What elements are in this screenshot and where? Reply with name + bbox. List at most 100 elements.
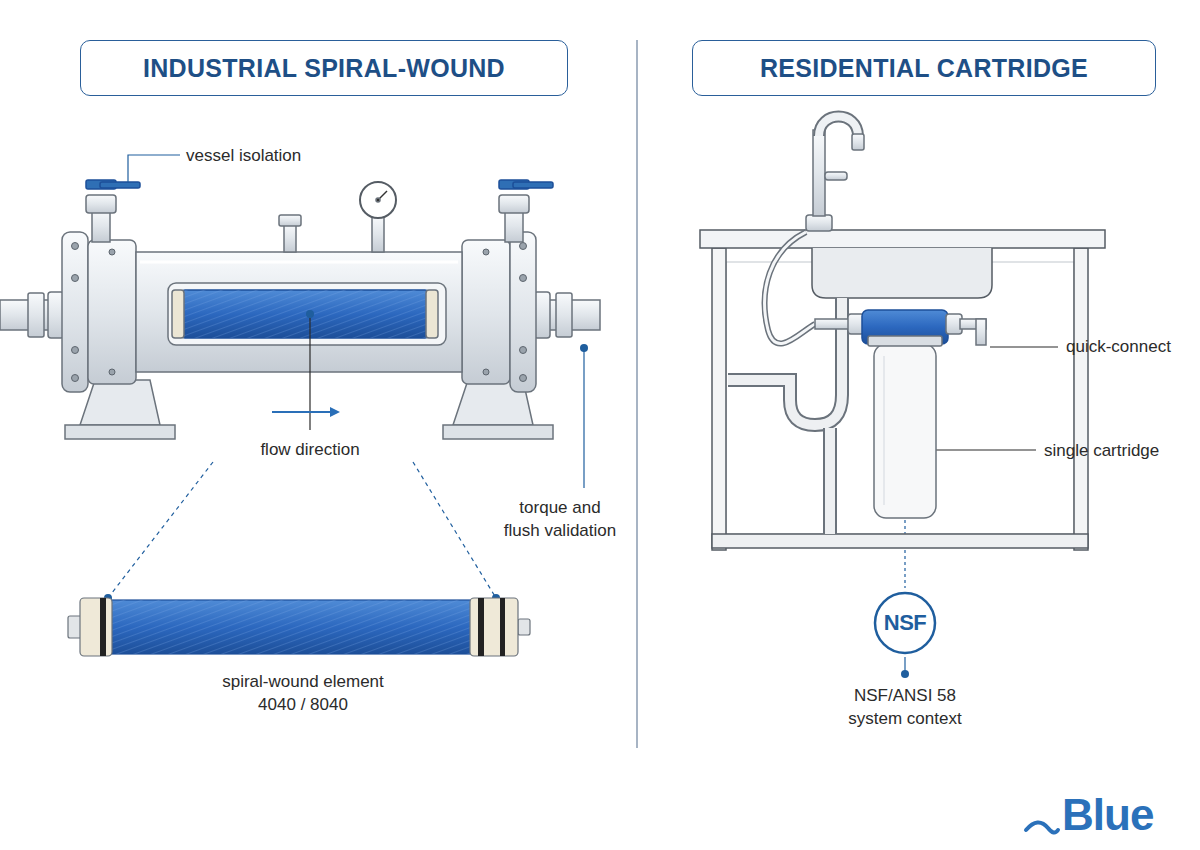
pressure-vessel-part-part [72,243,79,250]
pressure-vessel-part [443,425,553,439]
pressure-vessel-part [462,240,510,384]
drain-pipes-part [825,428,835,534]
filter-cartridge-part [976,319,986,345]
brand-logo: Blue [1062,790,1153,840]
divider-part [636,40,638,748]
logo-wave [1026,822,1058,832]
pressure-vessel-part [92,210,110,242]
leader-lines-part [413,462,496,598]
sink-cabinet-part [700,230,1105,248]
faucet-part [806,215,832,231]
pressure-vessel-part-part [520,243,527,250]
pressure-vessel-part-part [72,347,79,354]
spiral-wound-element-part [518,619,530,635]
sink-cabinet-part [1074,248,1088,550]
divider [637,40,638,748]
flow-arrow-part [272,411,338,413]
pressure-vessel-part [556,293,572,337]
pressure-vessel-part-part [483,249,489,255]
pressure-vessel-part-part [109,369,115,375]
section-header-box: RESIDENTIAL CARTRIDGE [692,40,1156,96]
pressure-vessel [0,180,600,439]
spiral-wound-element [68,598,530,656]
leader-lines-part [990,346,1058,347]
section-title: INDUSTRIAL SPIRAL-WOUND [143,54,505,83]
pressure-vessel-part [505,210,523,242]
faucet-part [852,134,864,150]
pressure-vessel-part [86,195,116,213]
spiral-wound-element-part [80,598,112,656]
certification-badge: NSF [873,591,937,655]
badge-circle [875,593,935,653]
filter-cartridge-part [883,356,885,505]
pressure-vessel-part [372,216,384,252]
pressure-vessel-part [426,290,438,338]
sink-cabinet-part [712,248,726,550]
pressure-vessel-part [376,198,380,202]
drain-pipes-part [728,298,842,425]
sink-cabinet-part [812,248,992,298]
pressure-vessel-part [510,232,536,392]
pressure-vessel-part [172,290,184,338]
spiral-wound-element-part [100,600,480,654]
leader-dots-part [580,344,588,352]
filter-cartridge-part [874,344,936,518]
filter-cartridge-part [868,336,942,346]
drain-pipes [728,232,842,534]
leader-dots-part [306,310,314,318]
pressure-vessel-part-part [520,347,527,354]
callout-label: quick-connect [1066,335,1171,358]
pressure-vessel-part [80,380,160,425]
pressure-vessel-part [513,182,553,188]
pressure-vessel-part [499,195,529,213]
pressure-vessel-part-part [72,375,79,382]
spiral-wound-element-part [470,598,518,656]
pressure-vessel-part-part [520,275,527,282]
faucet-part [819,117,858,137]
faucet [806,117,864,232]
callout-label: vessel isolation [186,144,301,167]
pressure-vessel-part [100,182,140,188]
spiral-wound-element-part [478,598,484,656]
drain-pipes-part [728,298,842,425]
spiral-wound-element-part [500,598,505,656]
spiral-wound-element-part [100,598,106,656]
section-title: RESIDENTIAL CARTRIDGE [760,54,1088,83]
pressure-vessel-part [72,243,527,382]
callout-label: torque and flush validation [502,496,619,542]
pressure-vessel-part [62,232,88,392]
sink-cabinet-part [712,534,1088,548]
drain-pipes-part [823,428,837,534]
faucet-part [819,117,858,137]
callout-label: flow direction [260,438,359,461]
pressure-vessel-part [65,425,175,439]
pressure-vessel-part [28,293,44,337]
pressure-vessel-part [88,240,136,384]
pressure-vessel-part-part [109,249,115,255]
faucet-part [825,172,847,180]
pressure-vessel-part [168,283,446,345]
drain-pipes-part [765,232,815,344]
sink-cabinet-part [726,262,1074,534]
standard-label: NSF/ANSI 58 system context [838,684,973,730]
pressure-vessel-part-part [483,369,489,375]
pressure-vessel-part [279,215,301,226]
pressure-vessel-part [136,252,462,372]
logo-wave-part [1026,822,1058,832]
leader-lines-part [583,348,584,488]
pressure-vessel-part-part [520,375,527,382]
leader-lines-part [904,657,905,671]
spiral-wound-element-part [100,600,480,654]
flow-arrow [272,412,338,413]
sink-cabinet [700,230,1105,550]
callout-label: single cartridge [1044,439,1159,462]
leader-lines-part [904,520,905,588]
leader-dots-part [901,670,909,678]
filter-cartridge [815,310,986,518]
drain-pipes-part [765,232,815,344]
pressure-vessel-part [180,290,430,338]
part-label: spiral-wound element 4040 / 8040 [213,670,393,716]
pressure-vessel-part [360,182,396,218]
